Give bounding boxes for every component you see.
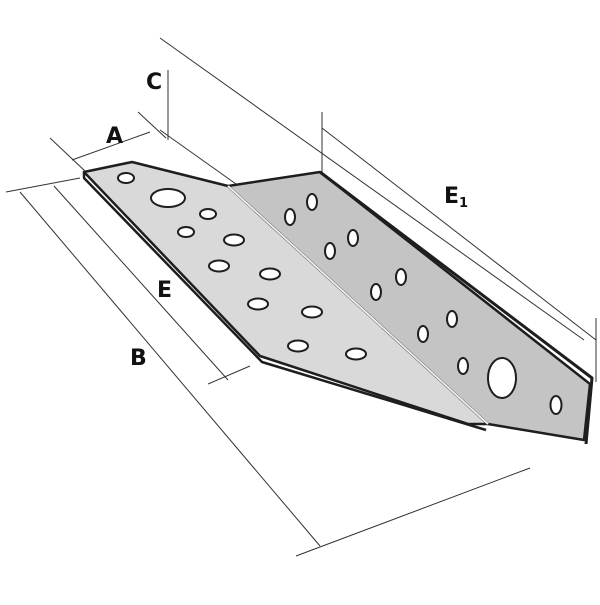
a-extension-left (49, 137, 87, 173)
b-extension-bottom (295, 467, 531, 557)
label-e1: E1 (444, 184, 469, 211)
large-hole (487, 357, 517, 399)
hole (395, 268, 407, 286)
hole (324, 242, 336, 260)
label-e1-subscript: 1 (459, 196, 469, 211)
label-b: B (130, 346, 147, 371)
hole (177, 226, 195, 238)
hole (345, 347, 367, 361)
a-dimension-line (71, 131, 151, 161)
label-e1-main: E (444, 184, 460, 209)
hole (247, 297, 269, 311)
flat-plate-edge (82, 172, 487, 432)
hole (287, 339, 309, 353)
hole (223, 233, 245, 247)
c-extension-top (159, 37, 585, 341)
hole (446, 310, 458, 328)
upright-plate-edge (319, 170, 594, 445)
large-hole (150, 188, 186, 208)
hole (347, 229, 359, 247)
hole (417, 325, 429, 343)
hole (306, 193, 318, 211)
hole (301, 305, 323, 319)
hole (117, 172, 135, 184)
dimension-lines (5, 37, 597, 557)
c-extension-bottom (159, 129, 237, 185)
b-dimension-line (19, 191, 321, 547)
label-e: E (157, 278, 173, 303)
hole (370, 283, 382, 301)
a-extension-right (137, 111, 167, 139)
label-a: A (106, 124, 124, 149)
upright-plate-holes (284, 193, 563, 415)
hole (549, 395, 563, 415)
hole (284, 208, 296, 226)
hole (208, 259, 230, 273)
e-dimension-line (53, 185, 229, 381)
e1-dimension-line (321, 127, 597, 341)
hole (259, 267, 281, 281)
hole (457, 357, 469, 375)
fold-line (227, 185, 489, 425)
label-c: C (146, 70, 163, 95)
b-extension-top (5, 177, 81, 193)
flat-plate-holes (117, 172, 367, 361)
e-extension-bottom (207, 365, 251, 385)
hole (199, 208, 217, 220)
